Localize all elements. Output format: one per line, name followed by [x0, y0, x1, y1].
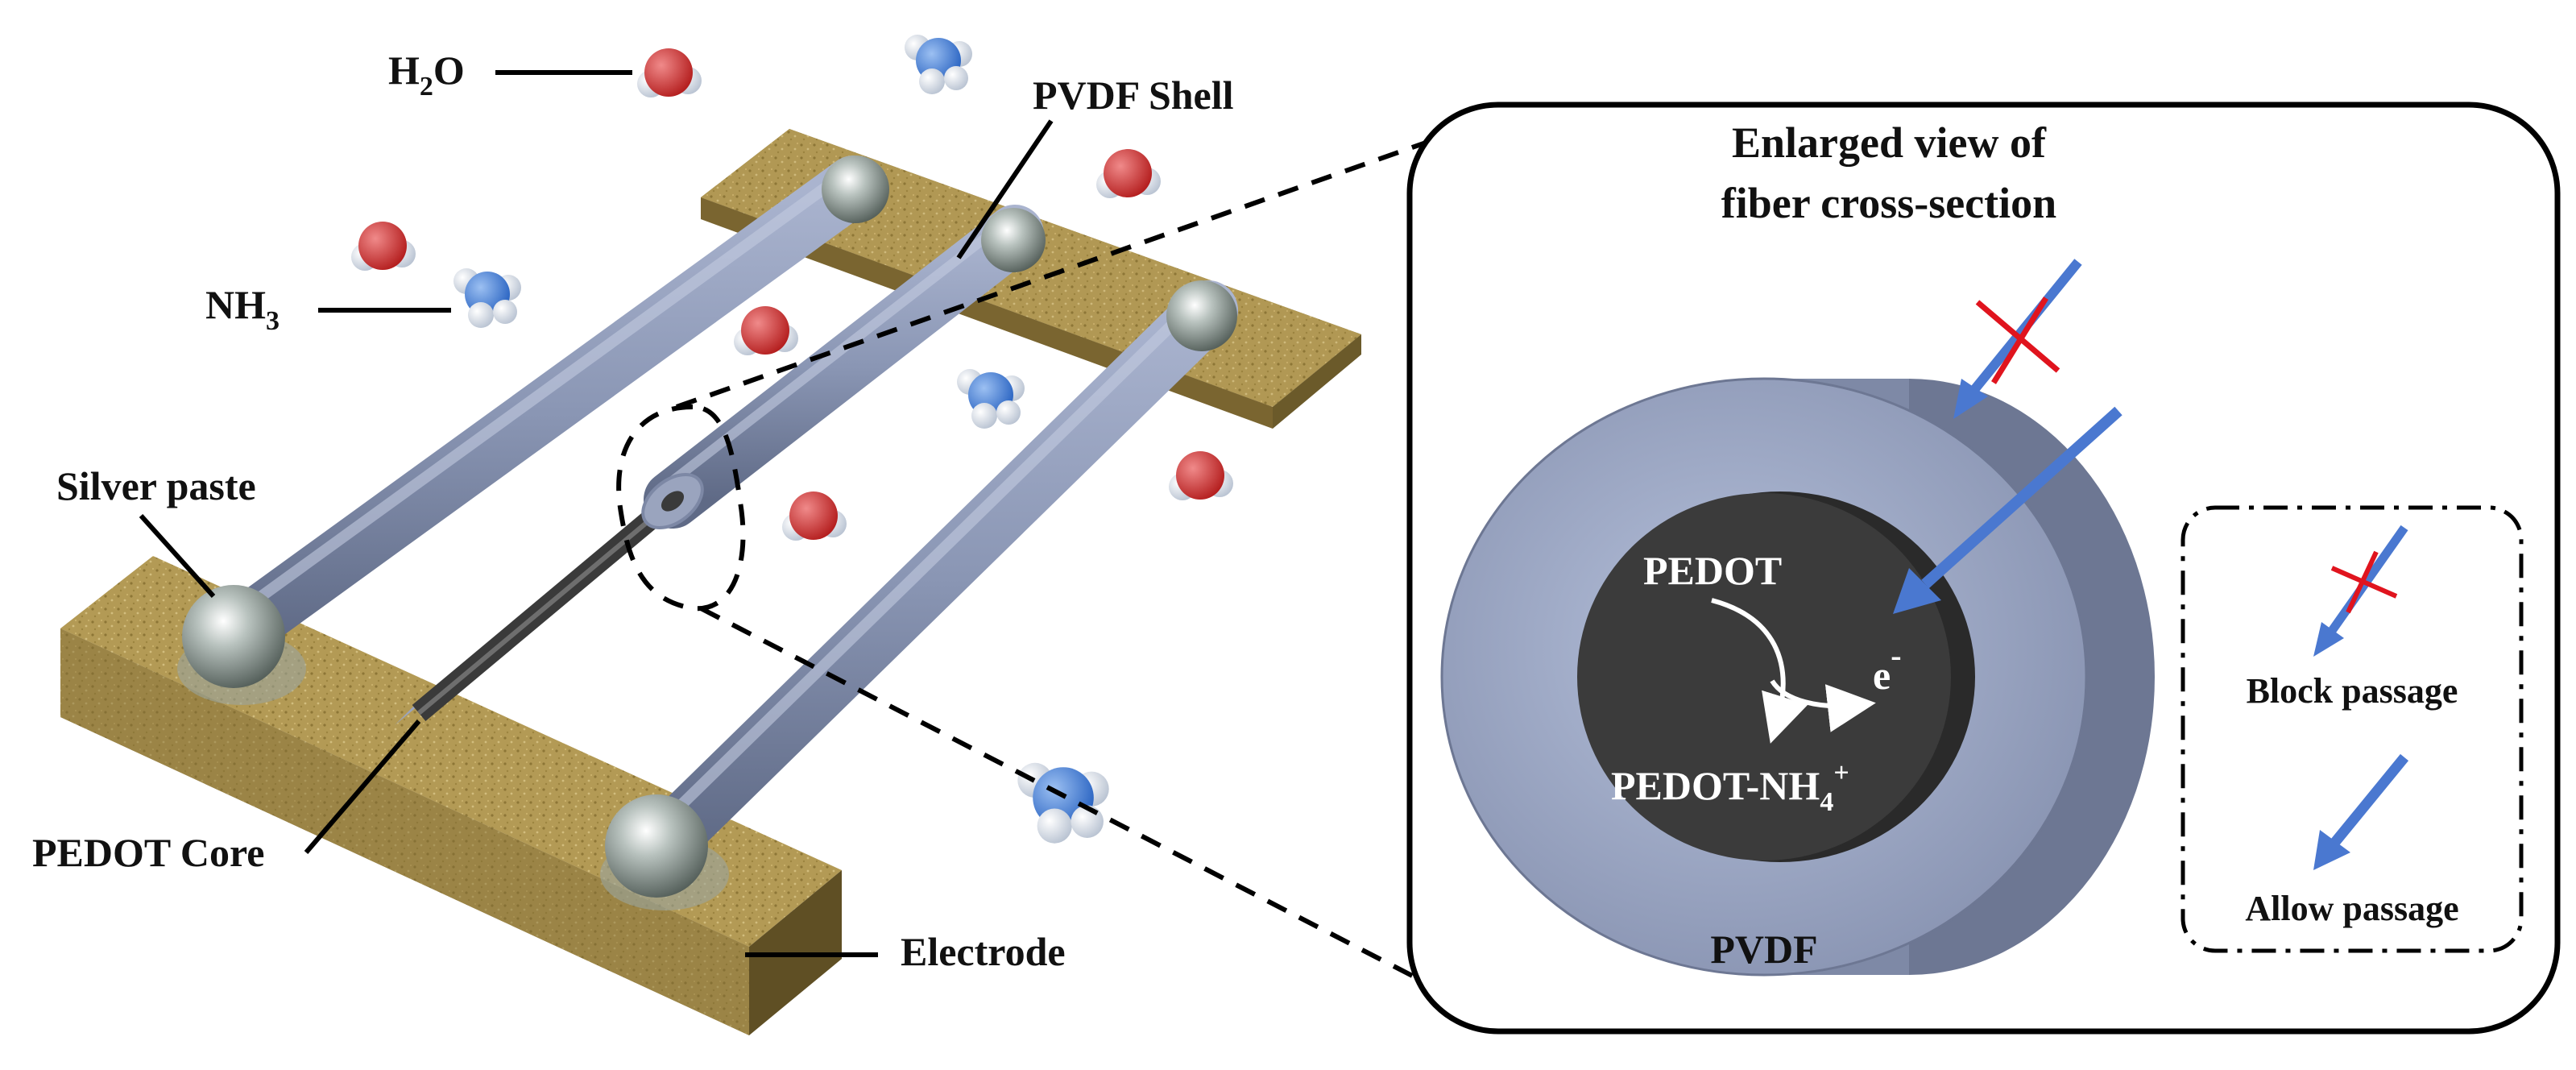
svg-text:Silver paste: Silver paste — [56, 463, 256, 508]
shell-label: PVDF — [1710, 927, 1817, 972]
inset-title-line2: fiber cross-section — [1721, 179, 2056, 227]
inset-title-line1: Enlarged view of — [1732, 118, 2047, 167]
svg-text:PVDF Shell: PVDF Shell — [1033, 73, 1234, 118]
label-electrode: Electrode — [745, 929, 1066, 974]
water-molecule-icon — [1169, 451, 1233, 500]
left-fiber — [196, 156, 884, 670]
water-molecule-icon — [782, 491, 847, 541]
right-fiber — [631, 280, 1238, 876]
svg-text:NH3: NH3 — [205, 282, 280, 336]
ammonia-molecule-icon — [957, 369, 1025, 429]
svg-text:H2O: H2O — [388, 48, 465, 102]
core-label: PEDOT — [1643, 548, 1782, 593]
svg-text:PEDOT Core: PEDOT Core — [32, 830, 264, 875]
fiber-cross-section — [1440, 377, 2155, 977]
legend-box: Block passage Allow passage — [2180, 505, 2524, 953]
label-silver-paste: Silver paste — [56, 463, 256, 599]
label-ammonia: NH3 — [205, 282, 451, 336]
allowed-ammonia-arrow — [1893, 406, 2123, 614]
water-molecule-icon — [351, 222, 416, 271]
ammonia-molecule-icon — [1017, 762, 1109, 844]
blocked-water-arrow — [1953, 259, 2082, 419]
product-label: PEDOT-NH4+ — [1611, 758, 1849, 817]
svg-text:Electrode: Electrode — [901, 929, 1066, 974]
water-molecule-icon — [637, 48, 702, 97]
silver-paste-blobs — [177, 156, 1237, 910]
label-pvdf-shell: PVDF Shell — [956, 73, 1234, 259]
legend-allow-icon — [2313, 753, 2409, 870]
ammonia-molecule-icon — [453, 268, 521, 328]
water-molecule-icon — [734, 306, 798, 355]
inset-panel: Enlarged view of fiber cross-section PED… — [1406, 102, 2561, 1035]
label-pedot-core: PEDOT Core — [32, 720, 421, 875]
legend-allow-label: Allow passage — [2245, 889, 2458, 928]
label-water: H2O — [388, 48, 632, 102]
electron-label: e- — [1873, 637, 1902, 698]
zoom-callout — [616, 135, 1443, 993]
legend-block-icon — [2313, 525, 2408, 657]
legend-block-label: Block passage — [2247, 671, 2458, 711]
water-molecule-icon — [1096, 149, 1161, 198]
ammonia-molecule-icon — [905, 35, 972, 94]
